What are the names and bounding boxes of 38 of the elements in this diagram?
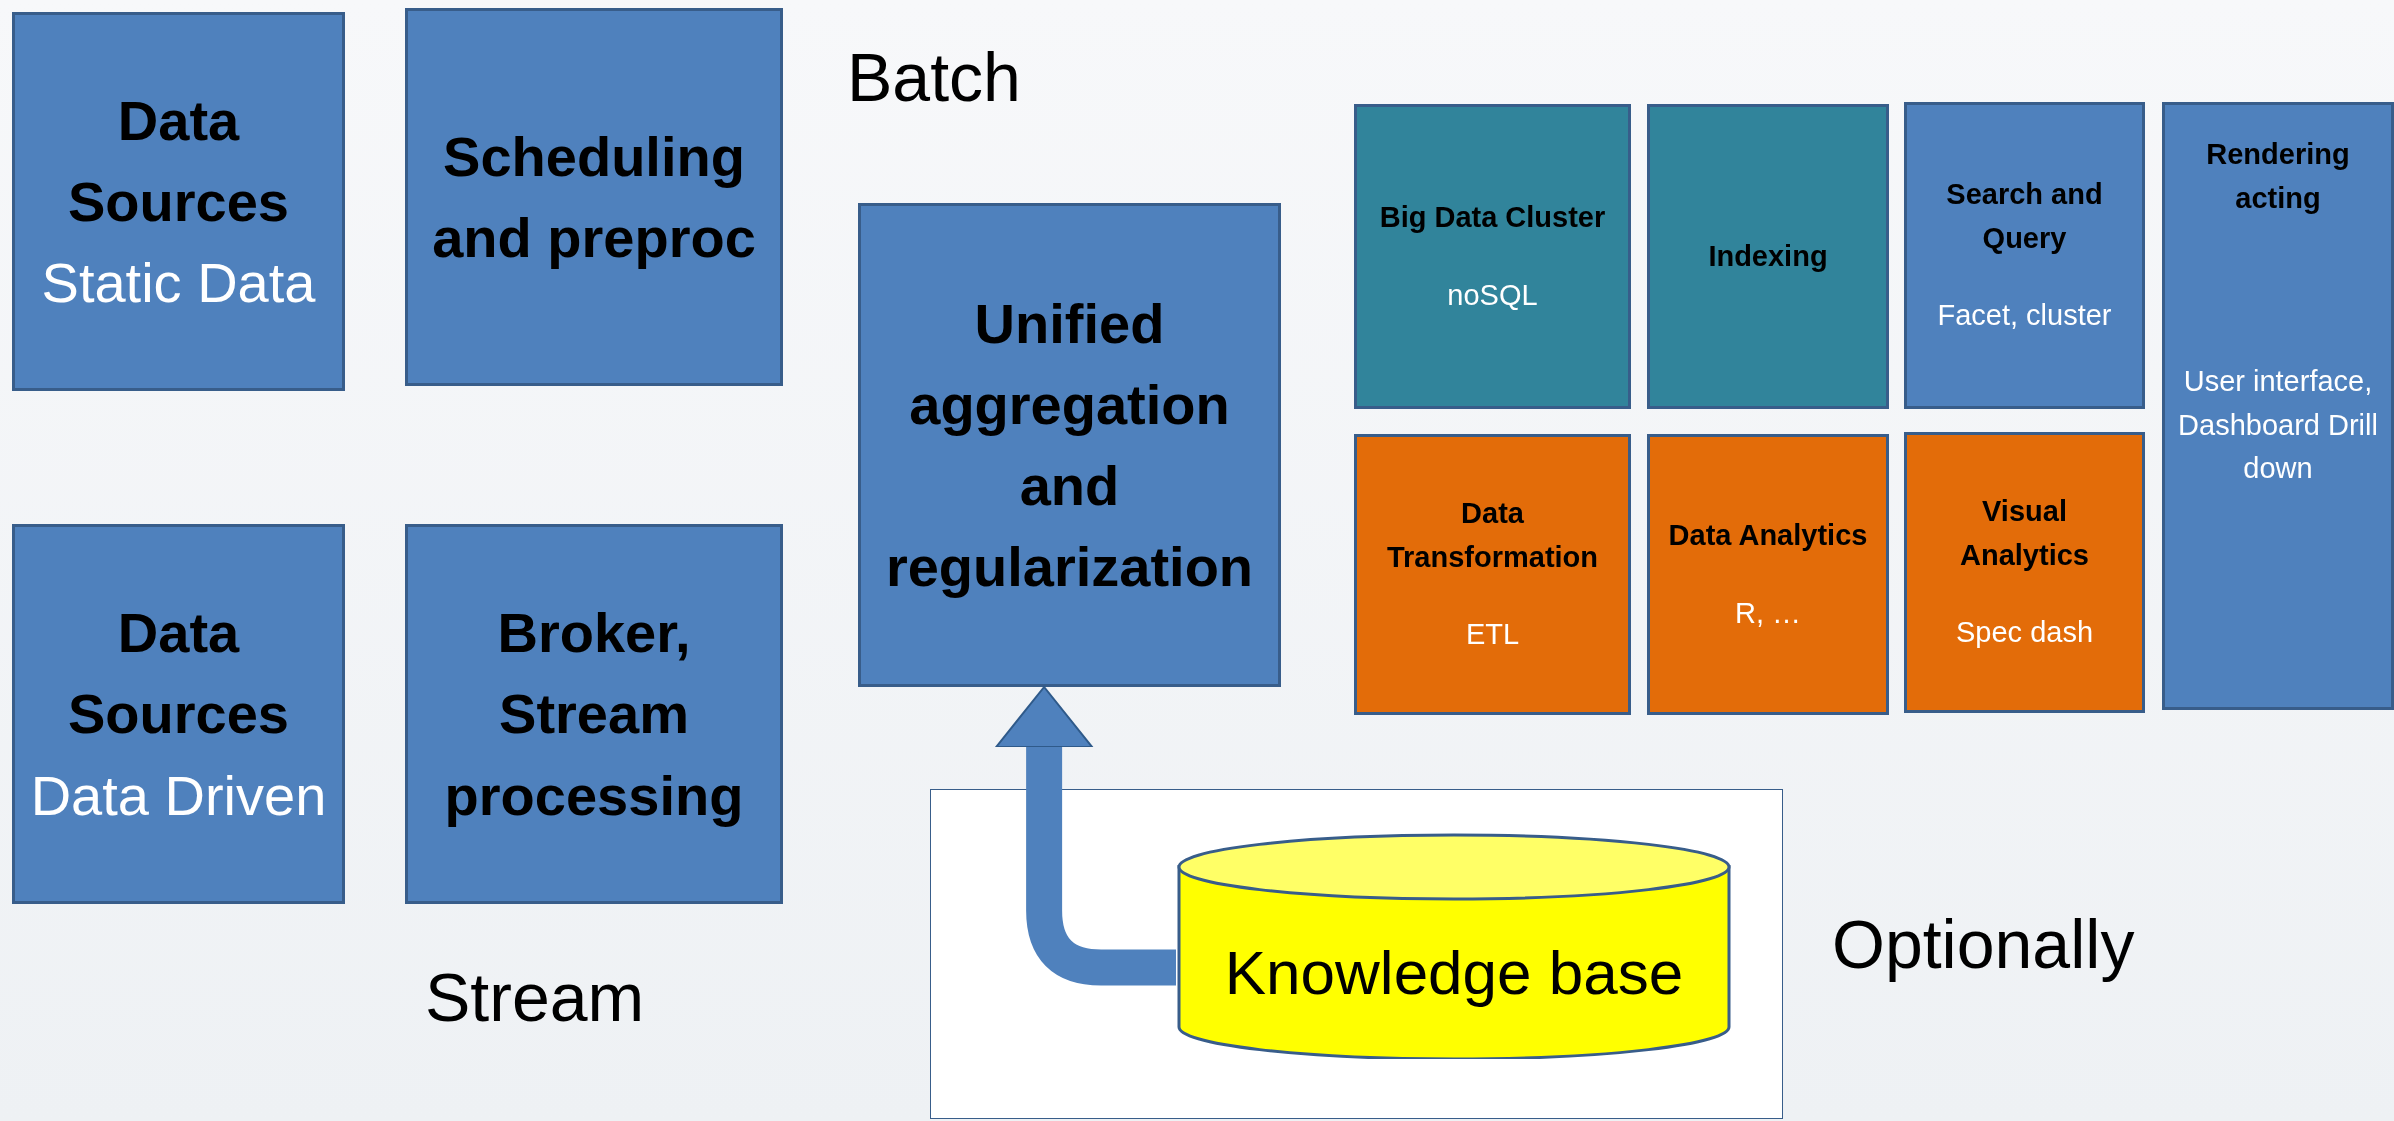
frame-box	[930, 789, 1783, 1119]
box-heading: Data Sources	[67, 87, 290, 235]
process-box	[12, 524, 345, 904]
box-heading: Rendering acting	[2205, 137, 2351, 216]
box-heading: Data Transformation	[1385, 496, 1600, 575]
process-box	[12, 12, 345, 391]
process-box	[405, 8, 783, 386]
box-text: ETL	[1465, 617, 1520, 653]
text-label: Stream	[425, 958, 645, 1036]
process-box	[405, 524, 783, 904]
box-text: R, …	[1734, 595, 1802, 631]
box-heading: Big Data Cluster	[1379, 200, 1606, 235]
process-box	[1354, 104, 1631, 409]
box-heading: Indexing	[1708, 238, 1828, 274]
cylinder-label: Knowledge base	[1224, 937, 1684, 1009]
process-box	[858, 203, 1281, 687]
process-box	[2162, 102, 2394, 710]
process-box	[1904, 432, 2145, 713]
box-heading: Visual Analytics	[1959, 494, 2090, 573]
box-text: noSQL	[1447, 277, 1538, 313]
process-box	[1904, 102, 2145, 409]
database-cylinder	[1177, 833, 1731, 1059]
box-heading: Data Sources	[67, 600, 290, 748]
box-heading: Data Analytics	[1668, 518, 1868, 553]
text-label: Batch	[847, 38, 1021, 116]
box-text: Static Data	[41, 250, 316, 317]
process-box	[1647, 434, 1889, 715]
box-text: User interface, Dashboard Drill down	[2177, 364, 2379, 486]
box-text: Spec dash	[1955, 615, 2093, 651]
text-label: Optionally	[1832, 905, 2135, 983]
box-heading: Unified aggregation and regularization	[884, 290, 1255, 601]
box-text: Data Driven	[30, 762, 327, 829]
box-text: Facet, cluster	[1937, 298, 2112, 334]
process-box	[1354, 434, 1631, 715]
process-box	[1647, 104, 1889, 409]
box-heading: Scheduling and preproc	[431, 123, 757, 271]
box-heading: Broker, Stream processing	[443, 600, 745, 829]
box-heading: Search and Query	[1945, 177, 2104, 256]
